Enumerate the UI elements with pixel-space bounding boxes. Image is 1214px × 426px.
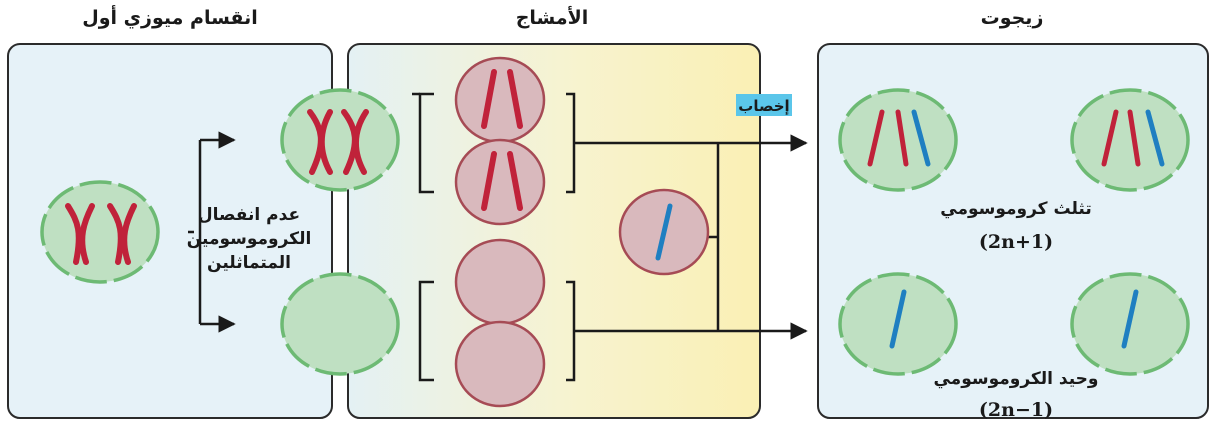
gamete-nullisomic-2 [454, 320, 546, 408]
gamete-disomic-1 [454, 56, 546, 144]
zygotes-title: زيجوت [981, 7, 1044, 29]
parent-cell [40, 180, 160, 284]
zygote-trisomy-2 [1070, 88, 1190, 192]
gamete-brackets [412, 92, 808, 382]
zygote-monosomy-2 [1070, 272, 1190, 376]
monosomy-formula: (2n−1) [979, 399, 1053, 421]
gametes-title: الأمشاج [516, 6, 589, 29]
duplicated-chromosomes-icon [307, 109, 369, 175]
zygote-trisomy-1 [838, 88, 958, 192]
zygote-monosomy-1 [838, 272, 958, 376]
fertilization-tag [736, 94, 792, 116]
trisomy-formula: (2n+1) [979, 231, 1053, 253]
nondisjunction-label-line2: الكروموسومين [187, 229, 312, 249]
normal-gamete [618, 188, 710, 276]
daughter-cell-top [280, 88, 400, 192]
meiosis-panel [7, 43, 333, 419]
meiosis-title: انقسام ميوزي أول [82, 5, 258, 30]
division-bracket [188, 131, 236, 333]
gamete-nullisomic-1 [454, 238, 546, 326]
trisomy-label: تثلث كروموسومي [940, 199, 1092, 219]
gametes-panel [347, 43, 761, 419]
homologous-chromosome-pair-icon [65, 203, 137, 265]
daughter-cell-bottom [280, 272, 400, 376]
monosomy-label: وحيد الكروموسومي [933, 369, 1098, 389]
gamete-disomic-2 [454, 138, 546, 226]
fertilization-label: إخصاب [738, 97, 789, 115]
nondisjunction-label-line3: المتماثلين [207, 253, 291, 273]
nondisjunction-label-line1: عدم انفصال [198, 205, 300, 225]
